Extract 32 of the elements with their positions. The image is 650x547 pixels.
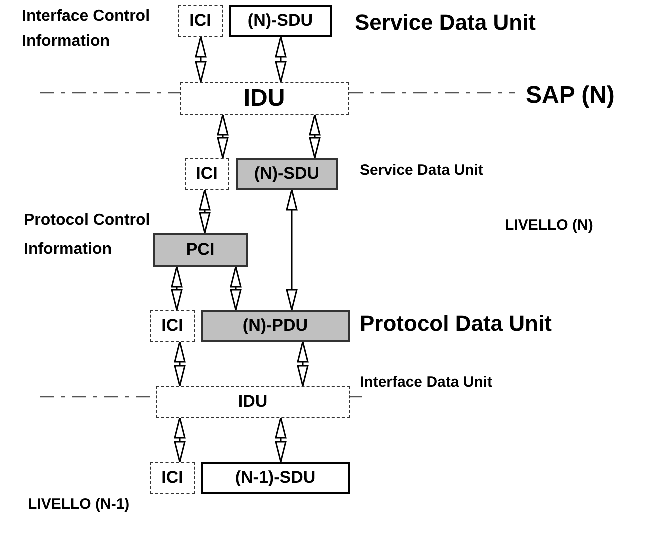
data-box: (N)-SDU: [229, 5, 332, 37]
dashed-box: ICI: [185, 158, 229, 190]
annotation-text: LIVELLO (N): [505, 216, 594, 236]
double-arrow: [297, 341, 309, 387]
double-arrow: [199, 189, 211, 234]
double-arrow: [217, 114, 229, 159]
annotation-text: Service Data Unit: [360, 161, 484, 181]
dashed-box: ICI: [150, 462, 195, 494]
annotation-text: Service Data Unit: [355, 9, 537, 37]
double-arrow: [309, 114, 321, 159]
double-arrow: [195, 36, 207, 83]
annotation-text: Interface Data Unit: [360, 373, 494, 393]
annotation-text: Interface Control Information: [22, 7, 152, 52]
annotation-text: Protocol Control Information: [24, 211, 152, 260]
data-box: PCI: [153, 233, 248, 267]
dashed-box: IDU: [156, 386, 350, 418]
annotation-text: LIVELLO (N-1): [28, 495, 131, 515]
annotation-text: Protocol Data Unit: [360, 310, 553, 338]
data-box: (N)-PDU: [201, 310, 350, 342]
double-arrow: [286, 189, 298, 311]
data-box: (N)-SDU: [236, 158, 338, 190]
dashed-box: ICI: [178, 5, 223, 37]
data-box: (N-1)-SDU: [201, 462, 350, 494]
double-arrow: [275, 417, 287, 463]
double-arrow: [275, 36, 287, 83]
double-arrow: [230, 266, 242, 311]
annotation-text: SAP (N): [526, 81, 616, 111]
double-arrow: [174, 341, 186, 387]
double-arrow: [171, 266, 183, 311]
dashed-box: ICI: [150, 310, 195, 342]
double-arrow: [174, 417, 186, 463]
dashed-box: IDU: [180, 82, 349, 115]
